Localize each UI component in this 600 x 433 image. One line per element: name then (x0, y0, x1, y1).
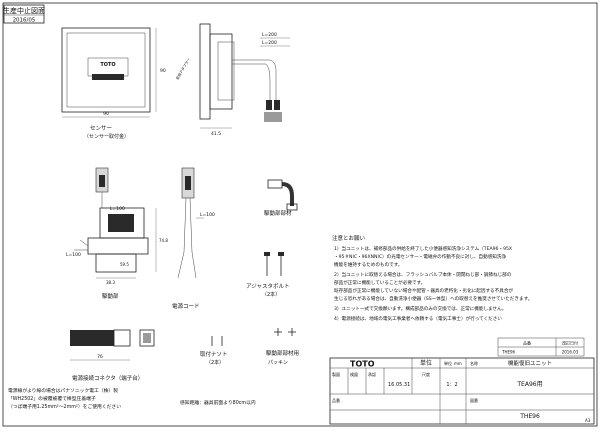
terminal-width: 76 (97, 354, 103, 360)
sensor-label: センサー (90, 125, 112, 132)
sensor-side-view: L=200 L=200 41.5 変換アダプター (175, 23, 290, 137)
title-scale-label: 尺度 (422, 371, 430, 377)
title-no-label: 品番 (332, 397, 340, 403)
drive-unit-view: L=100 L=100 74.8 38.3 59.5 駆動部 (66, 167, 168, 300)
notes-block: 注意とお願い 1）当ユニットは、補修部品の供給を終了した小便器感知洗浄システム（… (332, 234, 532, 322)
terminal-block-view: 76 電源接続コネクタ（端子台） (70, 329, 155, 382)
parts-part-no: THE96 (501, 350, 516, 355)
adapter-part-view: 駆動部部材 (264, 179, 298, 217)
adjust-bolt-view: アジャスタボルト （2本） (246, 252, 290, 298)
bolt-label: アジャスタボルト (246, 282, 290, 290)
packing-sub: パッキン (268, 360, 288, 366)
sensor-depth-dim: 41.5 (211, 131, 221, 137)
screw-view: 取付ナソト （2本） (200, 336, 228, 366)
title-unit-label-2: 単位 (444, 360, 452, 366)
stamp-status: 生産中止図面 (3, 6, 45, 15)
note-line: 既存部品が正常に機能していない場合や配管・器具の老朽化・劣化に起因する不具合が (334, 287, 513, 294)
note-line: 4）電源接続は、地域の電気工事業者へ依頼する（電気工事士）が行ってください (334, 315, 502, 322)
sensor-sublabel: （センサー取付金） (84, 133, 129, 140)
drive-dim-5: 59.5 (120, 262, 129, 267)
note-line: ・95＃NIC・96XNNIC）の光電センサー・電磁弁の作動不良に対し、自動感知… (334, 253, 506, 260)
sign-approve: 承認 (368, 371, 376, 377)
cable1-length: L=200 (262, 32, 277, 38)
packing-label: 駆動部部材用 (266, 349, 299, 357)
drive-dim-1: L=100 (110, 206, 125, 212)
title-scale: 1：2 (446, 382, 457, 388)
title-name-label: 名称 (470, 360, 478, 366)
connector-2 (274, 100, 280, 110)
title-block: TOTO 単位 単位 mm 名称 機能復旧ユニット 製図 検図 承認 16.05… (329, 357, 595, 425)
notes-heading: 注意とお願い (332, 234, 366, 242)
title-name: 機能復旧ユニット (508, 359, 552, 367)
title-part-no: THE96 (519, 413, 540, 420)
sensor-front-view: TOTO 90 90 センサー （センサー取付金） (61, 27, 166, 140)
drive-dim-3: 74.8 (159, 238, 168, 243)
note-line: 生じる恐れがある場合は、自動洗浄小便器（SS一体型）への取替えを推奨させていただ… (334, 295, 532, 302)
drive-unit-label: 駆動部 (102, 292, 119, 300)
adapter-note: 変換アダプター (175, 56, 192, 80)
sensor-window (92, 74, 124, 80)
sign-draw: 製図 (332, 371, 340, 377)
stamp-date: 2016/05 (13, 18, 36, 24)
power-cord-label: 電源コード (172, 302, 200, 310)
title-subtitle: TEA96用 (516, 381, 542, 388)
sensor-height-dim: 90 (160, 68, 166, 74)
terminal-label: 電源接続コネクタ（端子台） (72, 374, 143, 382)
cable2-length: L=200 (262, 40, 277, 46)
wiring-footnote: 電源線がより線の場合はパナソニック電工（株）製 「WH2502」の被覆被覆で棒型… (8, 387, 121, 410)
parts-col1: 品番 (523, 340, 531, 346)
note-line: 1）当ユニットは、補修部品の供給を終了した小便器感知洗浄システム（TEA96・9… (334, 245, 512, 252)
sensor-range-note: 感知距離：器具前面より80cm以内 (180, 399, 256, 406)
note-line: 2）当ユニットに取替える場合は、フラッシュバルブ本体・開閉ねじ部・調節ねじ部の (334, 271, 512, 278)
screw-label: 取付ナソト (200, 350, 228, 358)
drive-dim-2: L=100 (66, 252, 81, 258)
title-unit: mm (454, 361, 462, 366)
note-line: 部品が正常に機能していることが必要です。 (334, 279, 425, 286)
title-rev-label: 図番 (470, 397, 478, 403)
parts-table: 品番 改訂日付 THE96 2016.03 (497, 337, 585, 357)
footnote-line: 電源線がより線の場合はパナソニック電工（株）製 (8, 387, 118, 394)
title-unit-label: 単位 (420, 359, 432, 367)
note-line: 機能を維持するためのものです。 (334, 261, 402, 268)
footnote-line: 「WH2502」の被覆被覆で棒型圧着端子 (8, 395, 96, 402)
connector-1 (266, 100, 272, 110)
power-cord-view: L=100 電源コード (172, 167, 215, 310)
sheet-border (2, 2, 598, 427)
screw-qty: （2本） (206, 359, 224, 366)
bolt-qty: （2本） (262, 291, 280, 298)
sensor-width-dim: 90 (103, 111, 109, 117)
discontinued-stamp: 生産中止図面 2016/05 (3, 4, 45, 24)
packing-view: 駆動部部材用 パッキン (266, 328, 299, 366)
adapter-label: 駆動部部材 (264, 209, 292, 217)
cord-length: L=100 (200, 212, 215, 218)
drive-dim-4: 38.3 (106, 280, 115, 285)
footnote-line: （つぼ端子用1.25mm²～2mm²）をご使用ください (8, 403, 121, 410)
note-line: 3）ユニット一式で交換願います。構成部品のみの交換では、正常に機能しません。 (334, 305, 506, 312)
parts-date: 2016.03 (562, 350, 579, 355)
title-company-logo: TOTO (350, 360, 375, 369)
parts-col2: 改訂日付 (562, 340, 578, 346)
title-date: 16.05.31 (388, 382, 410, 388)
sign-check: 検図 (350, 371, 358, 377)
sheet-size: A3 (585, 418, 591, 423)
sensor-logo: TOTO (100, 62, 115, 68)
